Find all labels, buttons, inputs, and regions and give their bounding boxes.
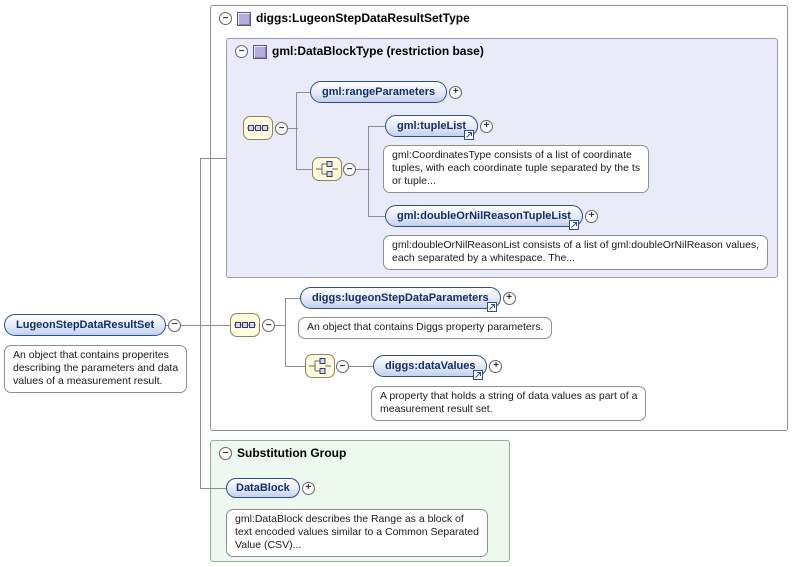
connector-line xyxy=(368,126,369,217)
collapse-toggle-root-element[interactable]: − xyxy=(168,318,182,332)
expand-toggle-rangeparameters[interactable]: + xyxy=(449,85,463,99)
expand-toggle-datavalues[interactable]: + xyxy=(489,359,503,373)
sequence-compositor-icon[interactable] xyxy=(230,313,260,337)
reference-link-icon[interactable] xyxy=(486,302,497,312)
collapse-toggle-sequence-base[interactable]: − xyxy=(275,122,288,135)
basetype-title: gml:DataBlockType (restriction base) xyxy=(272,44,484,58)
element-row-lugeonstepdataparameters: diggs:lugeonStepDataParameters + xyxy=(300,287,516,312)
connector-line xyxy=(368,126,387,127)
annotation-line: An object that contains Diggs property p… xyxy=(307,321,544,333)
connector-line xyxy=(270,325,286,326)
connector-line xyxy=(296,169,314,170)
annotation-line: values of a measurement result. xyxy=(13,375,163,387)
element-tuplelist[interactable]: gml:tupleList xyxy=(385,115,479,140)
annotation-line: describing the parameters and data xyxy=(13,362,179,374)
annotation-datablock: gml:DataBlock describes the Range as a b… xyxy=(226,509,488,557)
element-label: gml:doubleOrNilReasonTupleList xyxy=(397,210,571,222)
annotation-line: tuples, with each coordinate tuple separ… xyxy=(392,162,641,174)
element-label: gml:tupleList xyxy=(397,120,467,132)
sequence-compositor-icon[interactable] xyxy=(243,116,273,140)
sequence-icon xyxy=(247,125,269,131)
annotation-line: A property that holds a string of data v… xyxy=(380,390,638,402)
connector-line xyxy=(200,158,201,489)
connector-line xyxy=(200,158,227,159)
element-label: LugeonStepDataResultSet xyxy=(16,319,155,331)
element-label: DataBlock xyxy=(236,482,290,494)
connector-line xyxy=(345,366,375,367)
connector-line xyxy=(296,92,314,93)
annotation-line: each separated by a whitespace. The... xyxy=(392,252,576,264)
reference-link-icon[interactable] xyxy=(568,220,579,230)
element-label: gml:rangeParameters xyxy=(322,86,436,98)
element-row-tuplelist: gml:tupleList + xyxy=(385,115,494,140)
choice-icon xyxy=(309,358,331,374)
element-label: diggs:dataValues xyxy=(385,360,476,372)
element-lugeonstepdataresultset[interactable]: LugeonStepDataResultSet xyxy=(4,314,167,336)
complextype-icon xyxy=(237,12,251,26)
collapse-toggle-choice-base[interactable]: − xyxy=(343,163,356,176)
connector-line xyxy=(200,488,230,489)
element-rangeparameters[interactable]: gml:rangeParameters xyxy=(310,81,448,103)
annotation-line: gml:doubleOrNilReasonList consists of a … xyxy=(392,239,760,251)
annotation-line: gml:DataBlock describes the Range as a b… xyxy=(235,513,464,525)
sequence-icon xyxy=(234,322,256,328)
annotation-line: An object that contains properites xyxy=(13,349,169,361)
choice-icon xyxy=(316,161,338,177)
substitution-group-title: Substitution Group xyxy=(237,446,347,460)
choice-compositor-icon[interactable] xyxy=(305,354,335,378)
basetype-icon xyxy=(253,45,267,59)
connector-line xyxy=(352,169,370,170)
connector-line xyxy=(285,298,286,367)
collapse-toggle-sequence-restriction[interactable]: − xyxy=(262,319,275,332)
element-datablock[interactable]: DataBlock xyxy=(226,478,300,498)
annotation-line: or tuple... xyxy=(392,175,436,187)
annotation-line: Value (CSV)... xyxy=(235,539,302,551)
annotation-line: measurement result set. xyxy=(380,403,493,415)
element-row-doubleornilreasontuplelist: gml:doubleOrNilReasonTupleList + xyxy=(385,205,598,230)
element-row-rangeparameters: gml:rangeParameters + xyxy=(310,81,463,103)
reference-link-icon[interactable] xyxy=(464,130,475,140)
connector-line xyxy=(282,128,298,129)
expand-toggle-doubleornilreasontuplelist[interactable]: + xyxy=(584,209,598,223)
annotation-line: gml:CoordinatesType consists of a list o… xyxy=(392,149,632,161)
collapse-toggle-complextype[interactable]: − xyxy=(219,12,232,25)
element-label: diggs:lugeonStepDataParameters xyxy=(312,292,489,304)
annotation-line: text encoded values similar to a Common … xyxy=(235,526,479,538)
element-row-datablock: DataBlock + xyxy=(226,478,315,498)
expand-toggle-datablock[interactable]: + xyxy=(301,481,315,495)
connector-line xyxy=(160,325,232,326)
element-doubleornilreasontuplelist[interactable]: gml:doubleOrNilReasonTupleList xyxy=(385,205,583,230)
choice-compositor-icon[interactable] xyxy=(312,157,342,181)
annotation-datavalues: A property that holds a string of data v… xyxy=(371,386,647,421)
element-row-datavalues: diggs:dataValues + xyxy=(373,355,503,380)
connector-line xyxy=(285,298,302,299)
element-datavalues[interactable]: diggs:dataValues xyxy=(373,355,488,380)
annotation-tuplelist: gml:CoordinatesType consists of a list o… xyxy=(383,145,650,193)
collapse-toggle-basetype[interactable]: − xyxy=(235,45,248,58)
expand-toggle-lugeonstepdataparameters[interactable]: + xyxy=(502,291,516,305)
element-row-lugeonstepdataresultset: LugeonStepDataResultSet − xyxy=(4,314,182,336)
collapse-toggle-choice-restriction[interactable]: − xyxy=(336,360,349,373)
annotation-doubleornilreasontuplelist: gml:doubleOrNilReasonList consists of a … xyxy=(383,235,769,270)
collapse-toggle-substitution-group[interactable]: − xyxy=(219,447,232,460)
annotation-lugeonstepdataparameters: An object that contains Diggs property p… xyxy=(298,317,553,339)
connector-line xyxy=(368,216,387,217)
reference-link-icon[interactable] xyxy=(473,370,484,380)
element-lugeonstepdataparameters[interactable]: diggs:lugeonStepDataParameters xyxy=(300,287,501,312)
connector-line xyxy=(296,92,297,170)
connector-line xyxy=(285,366,307,367)
expand-toggle-tuplelist[interactable]: + xyxy=(480,119,494,133)
complextype-title: diggs:LugeonStepDataResultSetType xyxy=(256,11,470,25)
annotation-root: An object that contains properites descr… xyxy=(4,345,188,393)
